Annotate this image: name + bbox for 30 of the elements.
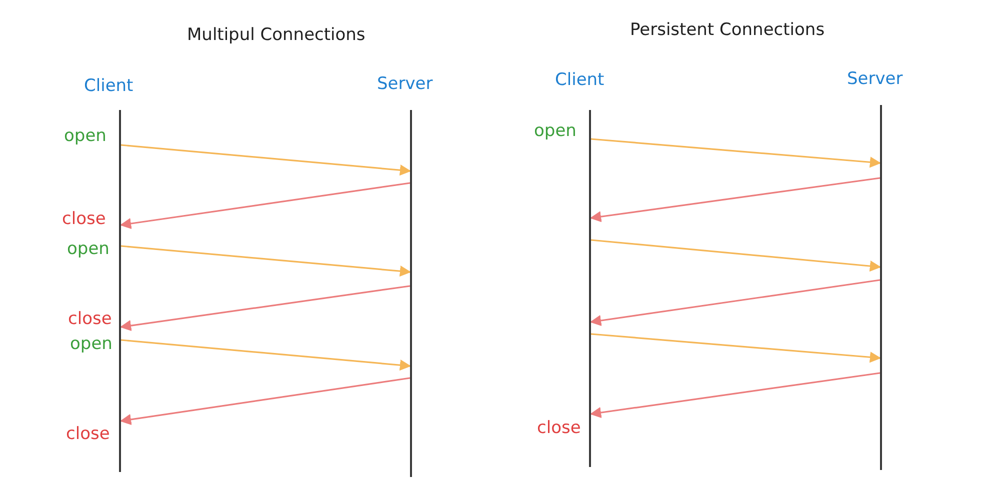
arrow: [120, 144, 412, 176]
lifeline: [410, 110, 412, 477]
arrow: [590, 372, 880, 418]
lifeline: [589, 110, 591, 467]
arrow: [120, 182, 410, 230]
event-label: close: [537, 418, 581, 438]
arrow: [590, 239, 882, 272]
panel-heading: Multipul Connections: [187, 25, 366, 45]
event-label: open: [534, 121, 576, 141]
participant-label: Server: [847, 69, 903, 89]
participant-label: Client: [555, 70, 604, 90]
event-label: open: [70, 334, 112, 354]
arrow: [120, 377, 410, 426]
event-label: open: [67, 239, 110, 259]
event-label: open: [64, 126, 106, 146]
arrow: [120, 245, 412, 277]
arrow: [590, 333, 882, 363]
participant-label: Client: [84, 76, 134, 96]
event-label: close: [62, 209, 106, 229]
event-label: close: [66, 424, 110, 444]
arrow: [120, 339, 412, 371]
lifeline: [880, 105, 882, 470]
event-label: close: [68, 309, 112, 329]
arrow: [120, 285, 410, 332]
arrow: [590, 177, 880, 222]
participant-label: Server: [377, 74, 433, 94]
lifeline: [119, 110, 121, 472]
arrow: [590, 138, 882, 168]
panel-heading: Persistent Connections: [630, 20, 825, 40]
arrow: [590, 279, 880, 326]
